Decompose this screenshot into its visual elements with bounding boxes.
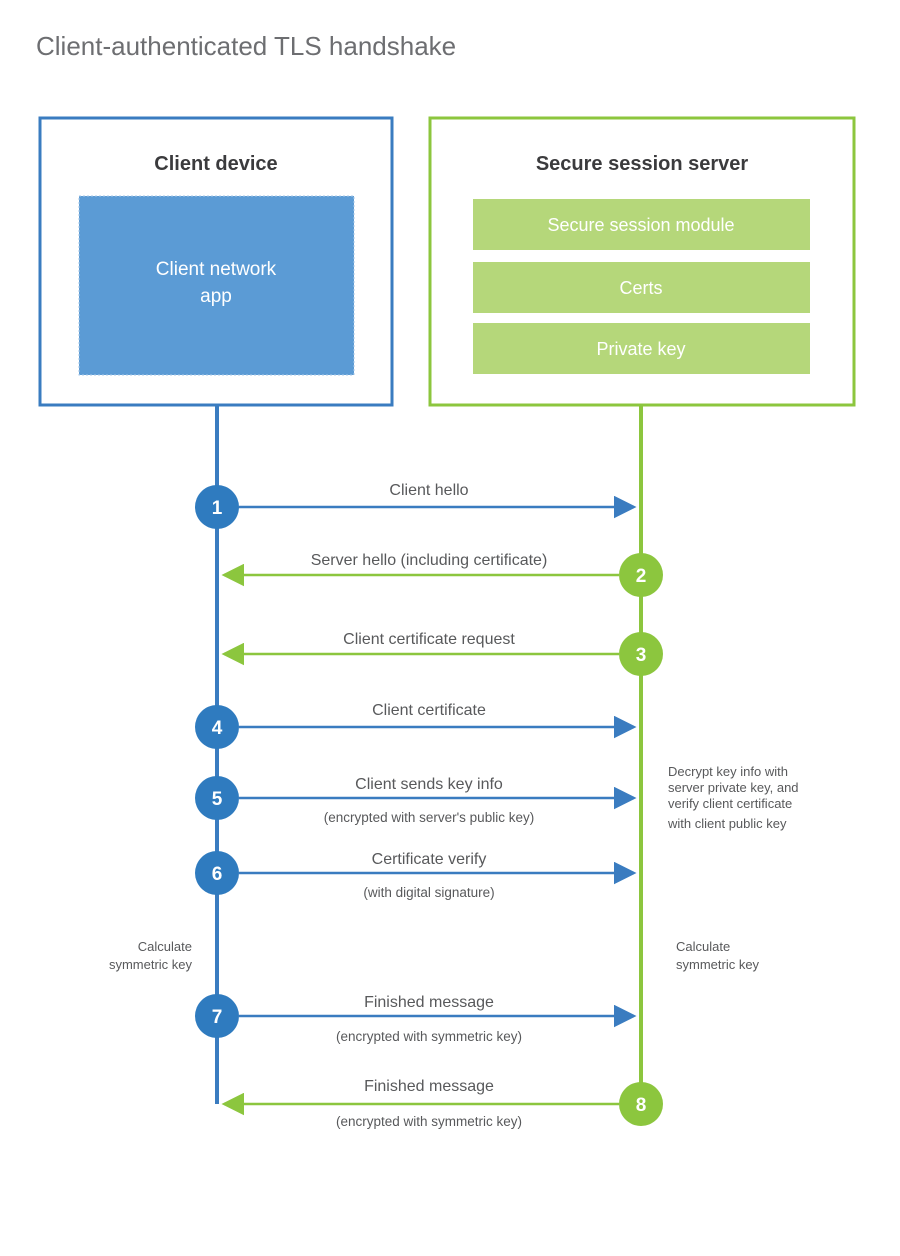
step-3-badge[interactable] [619, 632, 663, 676]
step-6-sublabel: (with digital signature) [363, 885, 494, 900]
step-6-label: Certificate verify [372, 851, 487, 868]
step-1-label: Client hello [389, 482, 468, 499]
step-4-number: 4 [212, 718, 223, 739]
step-1-badge[interactable] [195, 485, 239, 529]
step-3[interactable]: Client certificate request 3 [221, 631, 663, 676]
note-server-calc-line-0: Calculate [676, 939, 730, 954]
step-5-number: 5 [212, 789, 223, 810]
step-5[interactable]: Client sends key info (encrypted with se… [195, 776, 637, 825]
server-bar-certs[interactable] [473, 262, 810, 313]
step-7-number: 7 [212, 1007, 223, 1028]
step-8[interactable]: Finished message (encrypted with symmetr… [221, 1078, 663, 1129]
step-8-badge[interactable] [619, 1082, 663, 1126]
step-8-label: Finished message [364, 1078, 494, 1095]
step-5-sublabel: (encrypted with server's public key) [324, 810, 534, 825]
note-client-calc-line-1: symmetric key [109, 957, 193, 972]
step-3-label: Client certificate request [343, 631, 515, 648]
note-server-decrypt: Decrypt key info with server private key… [667, 764, 799, 831]
page-title: Client-authenticated TLS handshake [36, 31, 456, 61]
client-device-title: Client device [154, 153, 277, 175]
step-5-label: Client sends key info [355, 776, 503, 793]
note-server-decrypt-line-2: verify client certificate [668, 796, 792, 811]
step-5-badge[interactable] [195, 776, 239, 820]
step-8-number: 8 [636, 1095, 647, 1116]
step-7-badge[interactable] [195, 994, 239, 1038]
note-server-decrypt-line-3: with client public key [667, 816, 787, 831]
step-4[interactable]: Client certificate 4 [195, 702, 637, 749]
note-server-calc-line-1: symmetric key [676, 957, 760, 972]
secure-session-server-title: Secure session server [536, 153, 749, 175]
note-client-calc-line-0: Calculate [138, 939, 192, 954]
secure-session-server-node[interactable]: Secure session server Secure session mod… [428, 116, 856, 407]
note-client-calculate-symmetric-key: Calculate symmetric key [109, 939, 193, 972]
server-bar-label-0: Secure session module [547, 215, 734, 235]
server-bar-label-2: Private key [596, 339, 685, 359]
step-1-number: 1 [212, 498, 223, 519]
server-bar-label-1: Certs [619, 278, 662, 298]
step-4-label: Client certificate [372, 702, 486, 719]
step-3-number: 3 [636, 645, 647, 666]
client-network-app-label-line2: app [200, 286, 232, 307]
note-server-decrypt-line-0: Decrypt key info with [668, 764, 788, 779]
server-bar-secure-session-module[interactable] [473, 199, 810, 250]
step-7[interactable]: Finished message (encrypted with symmetr… [195, 994, 637, 1044]
client-network-app-label-line1: Client network [156, 259, 277, 280]
client-network-app-box[interactable] [78, 195, 355, 376]
step-2-badge[interactable] [619, 553, 663, 597]
step-4-badge[interactable] [195, 705, 239, 749]
step-6-number: 6 [212, 864, 223, 885]
step-2[interactable]: Server hello (including certificate) 2 [221, 552, 663, 597]
step-6[interactable]: Certificate verify (with digital signatu… [195, 851, 637, 900]
step-2-label: Server hello (including certificate) [311, 552, 548, 569]
server-bar-private-key[interactable] [473, 323, 810, 374]
step-6-badge[interactable] [195, 851, 239, 895]
step-8-sublabel: (encrypted with symmetric key) [336, 1114, 522, 1129]
step-1[interactable]: Client hello 1 [195, 482, 637, 529]
note-server-calculate-symmetric-key: Calculate symmetric key [676, 939, 760, 972]
client-device-node[interactable]: Client device Client network app [38, 116, 394, 407]
step-2-number: 2 [636, 566, 647, 587]
step-7-sublabel: (encrypted with symmetric key) [336, 1029, 522, 1044]
step-7-label: Finished message [364, 994, 494, 1011]
note-server-decrypt-line-1: server private key, and [668, 780, 799, 795]
